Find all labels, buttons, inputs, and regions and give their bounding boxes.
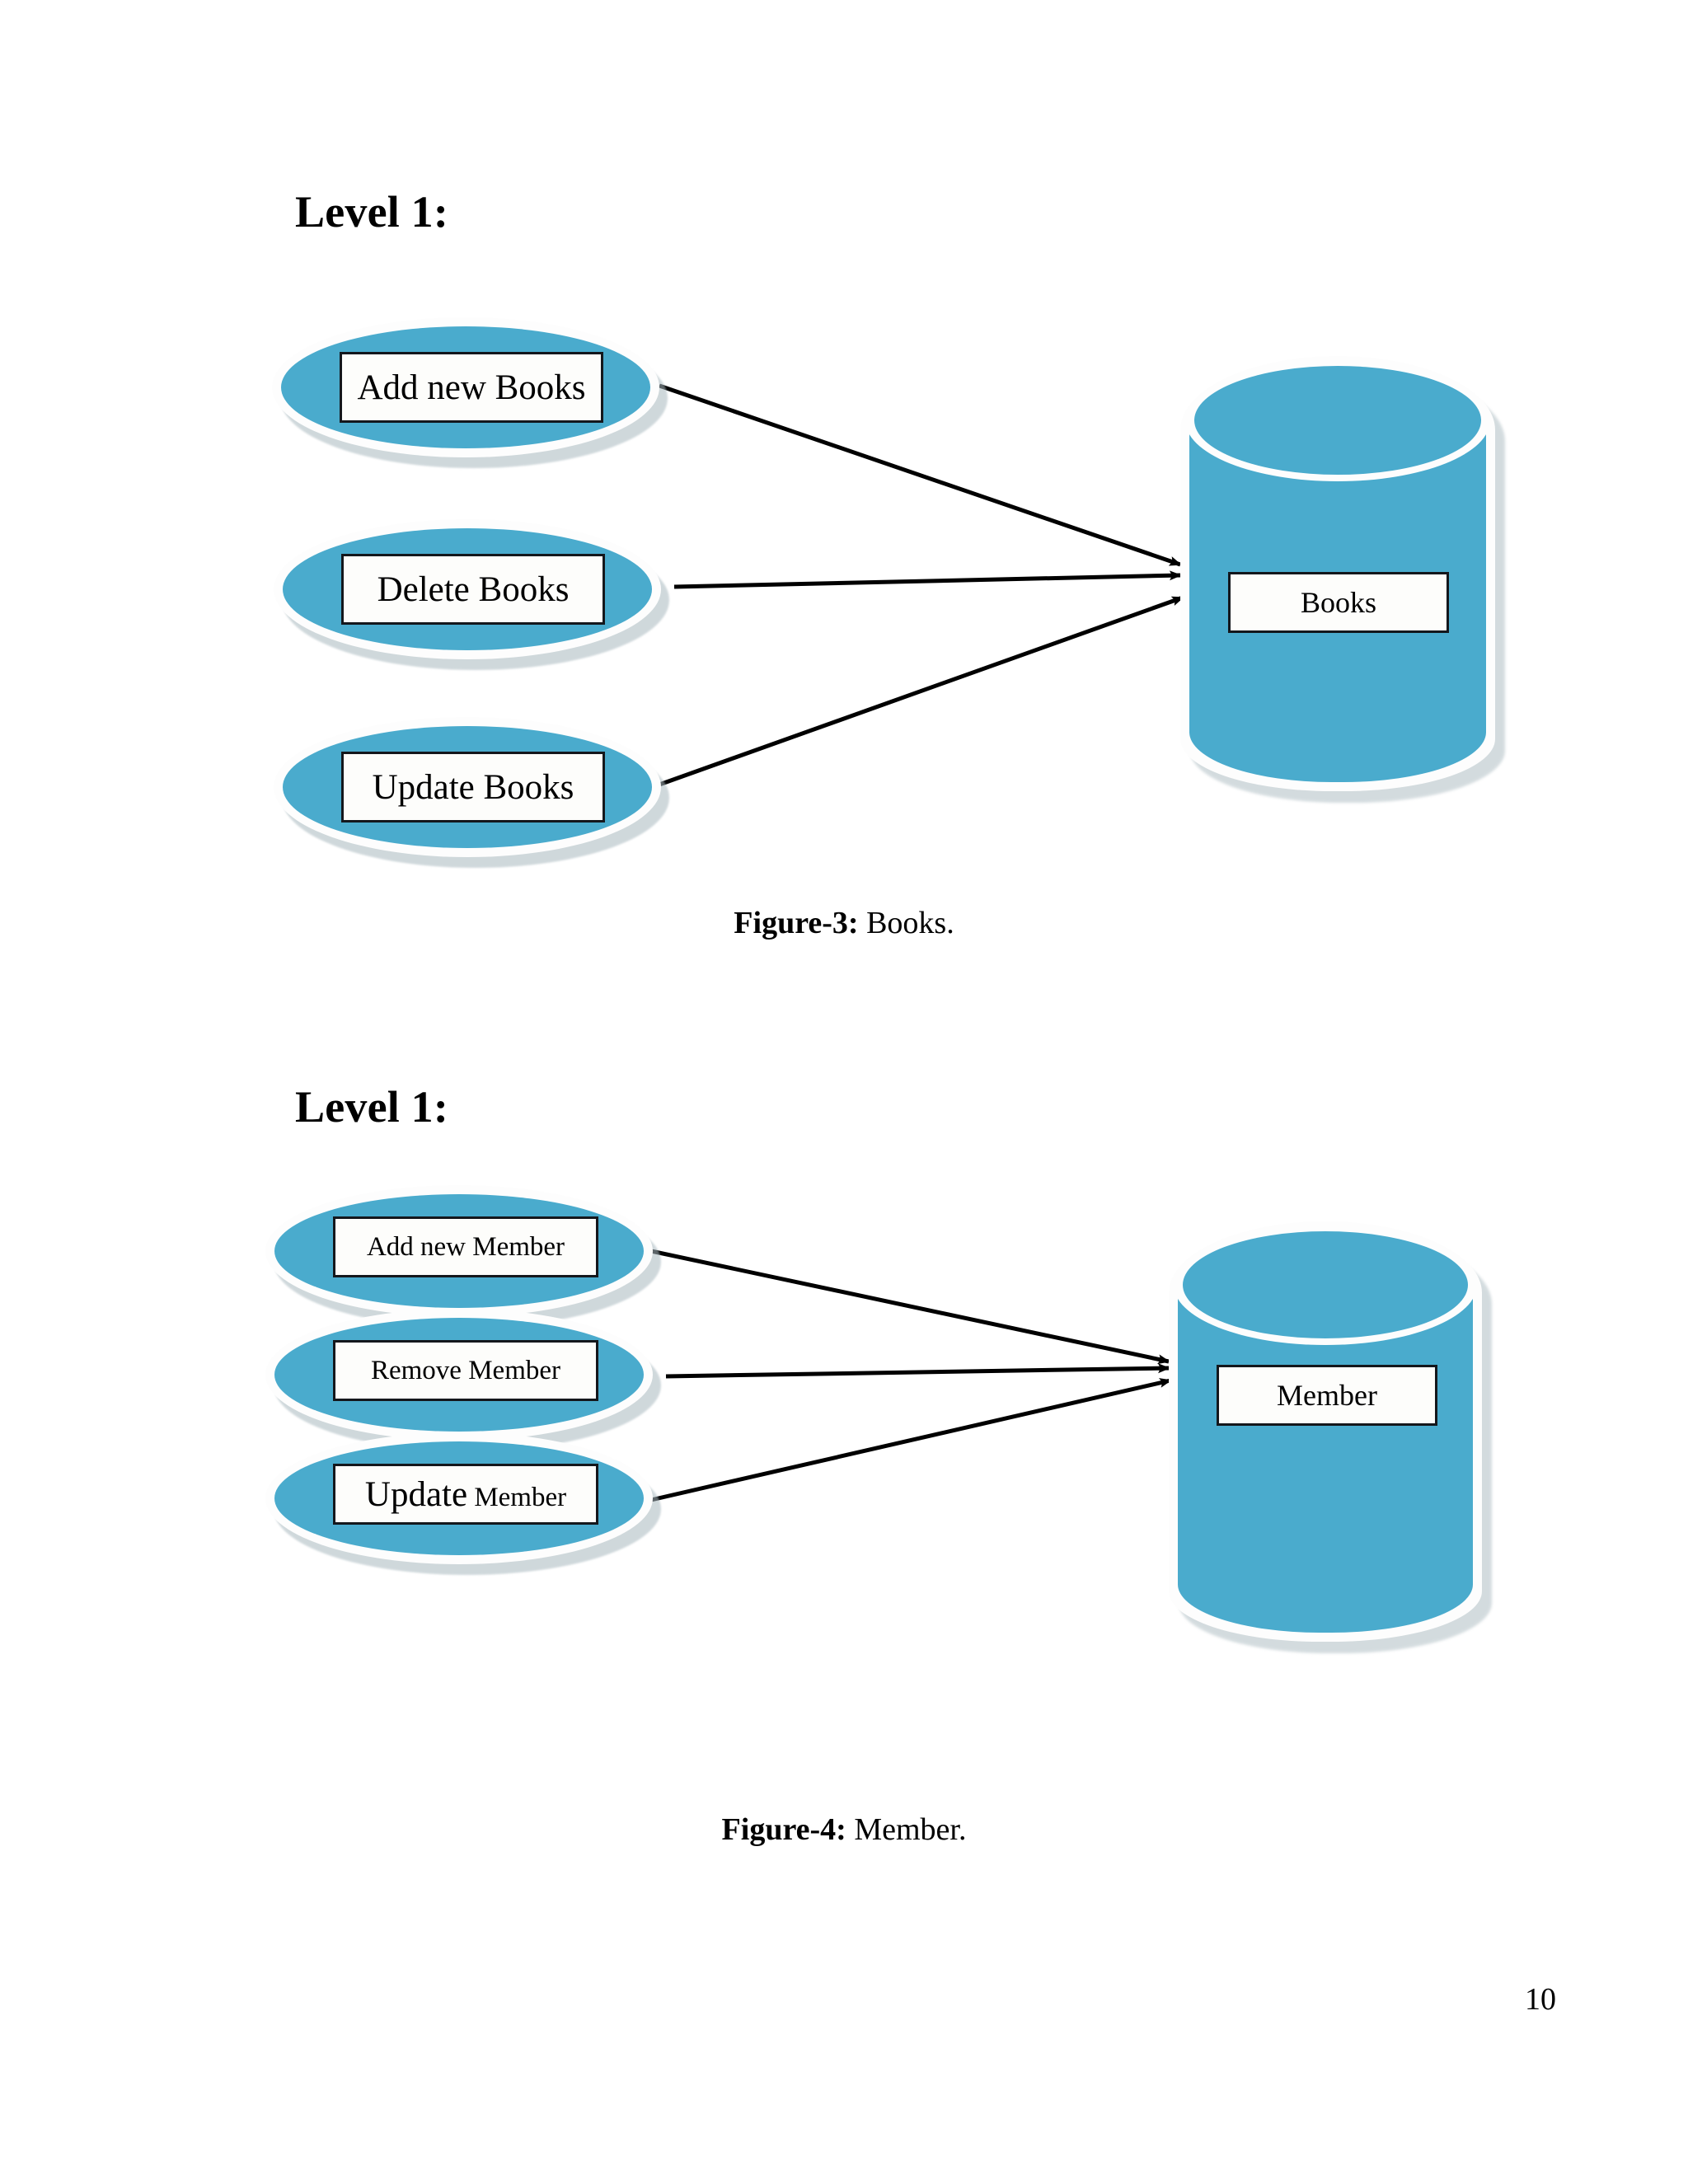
process-label-box: Add new Member: [333, 1216, 598, 1277]
process-label: Remove Member: [370, 1355, 561, 1385]
process-add-new-books[interactable]: Add new Books: [272, 317, 668, 468]
process-label: Update Books: [372, 767, 574, 807]
process-label-part-large: Update: [364, 1474, 468, 1514]
section-heading-member: Level 1:: [295, 1082, 449, 1132]
process-label-box: Remove Member: [333, 1340, 598, 1401]
dataflow-diagram-books: Add new Books Delete Books Update Books: [0, 280, 1688, 874]
figure-caption-4: Figure-4: Member.: [0, 1811, 1688, 1848]
arrow-add-new-member: [650, 1249, 1170, 1365]
process-label-box: Update Member: [333, 1464, 598, 1525]
page-number: 10: [1525, 1982, 1556, 2017]
datastore-label-box: Member: [1217, 1365, 1437, 1426]
arrow-delete-books: [673, 570, 1182, 589]
figure-caption-4-text: Member.: [846, 1812, 967, 1847]
arrow-layer-books: [659, 383, 1184, 787]
process-label-box: Add new Books: [340, 352, 603, 423]
process-label: Update Member: [365, 1477, 566, 1512]
cylinder-top-face: [1194, 366, 1481, 475]
figure-caption-3-prefix: Figure-3:: [734, 906, 859, 940]
process-label: Add new Books: [357, 368, 586, 407]
datastore-label: Member: [1277, 1379, 1377, 1412]
figure-caption-3: Figure-3: Books.: [0, 905, 1688, 941]
arrow-remove-member: [665, 1363, 1170, 1379]
cylinder-top-face: [1183, 1231, 1468, 1338]
arrow-update-books: [659, 595, 1184, 787]
process-label: Delete Books: [377, 569, 570, 609]
datastore-label-box: Books: [1228, 572, 1449, 633]
process-label-box: Update Books: [341, 752, 605, 823]
process-update-member[interactable]: Update Member: [265, 1432, 661, 1575]
process-label-part-small: Member: [467, 1482, 567, 1512]
section-heading-books: Level 1:: [295, 187, 449, 237]
arrow-layer-member: [650, 1249, 1172, 1502]
datastore-books[interactable]: Books: [1180, 356, 1505, 803]
process-label-box: Delete Books: [341, 554, 605, 625]
arrow-add-new-books: [659, 383, 1182, 567]
process-label: Add new Member: [366, 1231, 565, 1262]
datastore-member[interactable]: Member: [1169, 1221, 1492, 1653]
process-update-books[interactable]: Update Books: [274, 717, 669, 868]
process-delete-books[interactable]: Delete Books: [274, 519, 669, 670]
figure-caption-4-prefix: Figure-4:: [721, 1812, 846, 1847]
process-remove-member[interactable]: Remove Member: [265, 1309, 661, 1451]
dataflow-diagram-member: Add new Member Remove Member Update Memb…: [0, 1170, 1688, 1764]
datastore-label: Books: [1300, 586, 1377, 619]
figure-caption-3-text: Books.: [858, 906, 954, 940]
arrow-update-member: [650, 1378, 1172, 1502]
process-add-new-member[interactable]: Add new Member: [265, 1185, 661, 1328]
